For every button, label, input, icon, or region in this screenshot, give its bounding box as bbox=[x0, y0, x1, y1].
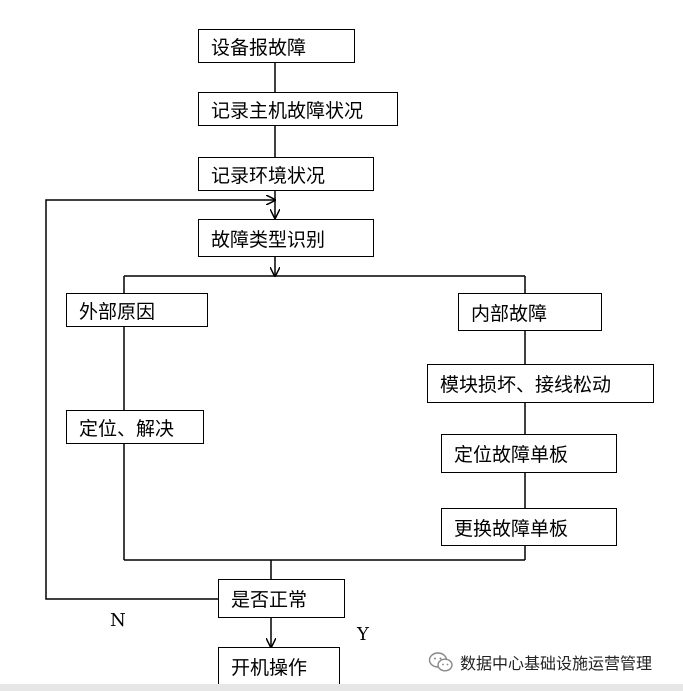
node-report: 设备报故障 bbox=[198, 29, 355, 63]
edge-loop-no bbox=[45, 200, 275, 600]
node-external: 外部原因 bbox=[66, 293, 208, 327]
label-no: N bbox=[110, 610, 126, 631]
watermark: 数据中心基础设施运营管理 bbox=[428, 650, 652, 674]
node-internal: 内部故障 bbox=[458, 293, 602, 331]
node-replace-board: 更换故障单板 bbox=[441, 508, 617, 546]
node-module-damage: 模块损坏、接线松动 bbox=[427, 364, 654, 403]
node-locate-board: 定位故障单板 bbox=[441, 434, 617, 473]
node-is-normal: 是否正常 bbox=[218, 579, 345, 618]
node-locate-resolve: 定位、解决 bbox=[66, 410, 204, 444]
node-power-on: 开机操作 bbox=[218, 647, 340, 686]
watermark-text: 数据中心基础设施运营管理 bbox=[460, 654, 653, 673]
wechat-icon bbox=[428, 652, 453, 672]
footer-bar bbox=[0, 684, 683, 691]
node-record-host: 记录主机故障状况 bbox=[198, 92, 398, 126]
node-identify: 故障类型识别 bbox=[198, 219, 374, 257]
label-yes: Y bbox=[357, 624, 369, 645]
node-record-env: 记录环境状况 bbox=[198, 157, 374, 191]
